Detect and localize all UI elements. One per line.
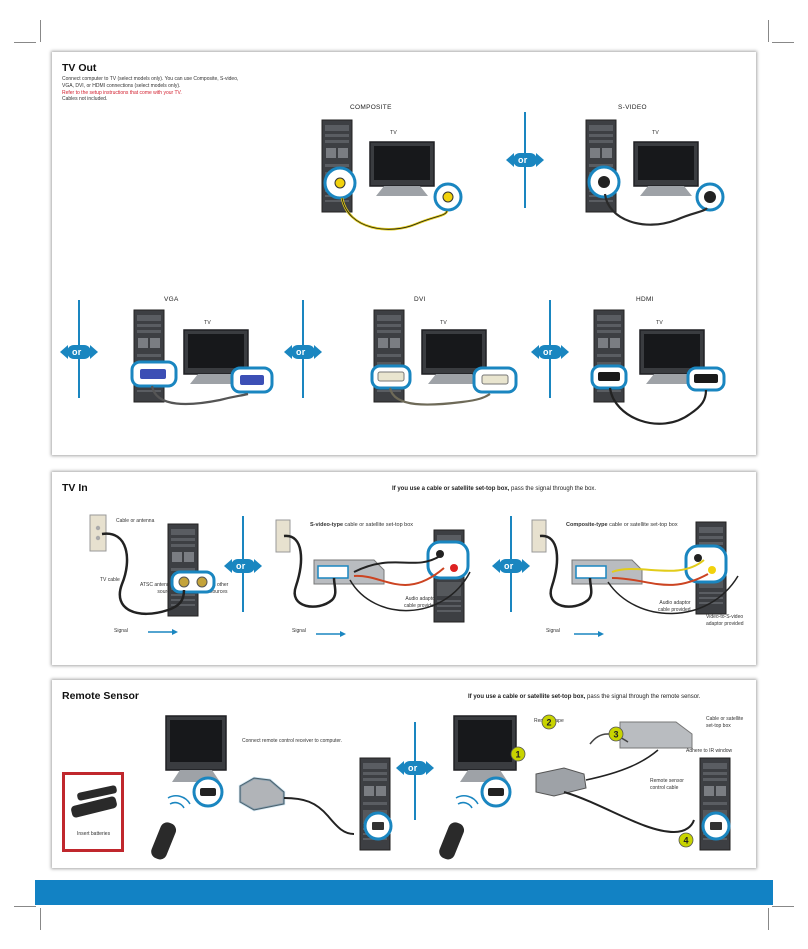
cables-note: Cables not included. (62, 96, 108, 103)
or-label: or (72, 347, 82, 357)
composite-box-label: Composite-type cable or satellite set-to… (566, 522, 678, 528)
or-label: or (296, 347, 306, 357)
hdmi-tv-label: TV (656, 320, 663, 326)
tv-in-svideo-diagram (275, 519, 471, 637)
svideo-box-label: S-video-type cable or satellite set-top … (310, 522, 414, 528)
signal-label: Signal (292, 628, 306, 634)
insert-batteries-label: Insert batteries (77, 831, 111, 837)
adhere-label: Adhere to IR window (686, 748, 733, 754)
vga-diagram (130, 309, 274, 406)
tv-out-panel: TV Out Connect computer to TV (select mo… (52, 52, 756, 455)
crop-mark (772, 42, 794, 43)
composite-diagram (321, 119, 463, 231)
signal-label: Signal (546, 628, 560, 634)
cable-antenna-label: Cable or antenna (116, 518, 155, 524)
crop-mark (40, 20, 41, 42)
vga-label: VGA (164, 296, 179, 303)
insert-batteries-box: Insert batteries (62, 772, 124, 852)
tv-in-panel: TV In If you use a cable or satellite se… (52, 472, 756, 665)
remote-sensor-note: If you use a cable or satellite set-top … (468, 694, 701, 700)
setup-note: Refer to the setup instructions that com… (62, 89, 182, 96)
remote-sensor-panel: Remote Sensor If you use a cable or sate… (52, 680, 756, 868)
crop-mark (768, 908, 769, 930)
svideo-diagram (585, 119, 725, 226)
tv-out-description: Connect computer to TV (select models on… (62, 76, 312, 103)
or-label: or (504, 561, 514, 571)
crop-mark (14, 42, 36, 43)
svideo-label: S-VIDEO (618, 104, 647, 111)
tv-in-antenna-diagram (89, 514, 216, 635)
connect-note: Connect remote control receiver to compu… (242, 738, 343, 744)
crop-mark (40, 908, 41, 930)
signal-label: Signal (114, 628, 128, 634)
hdmi-label: HDMI (636, 296, 654, 303)
composite-label: COMPOSITE (350, 104, 392, 111)
composite-tv-label: TV (390, 130, 397, 136)
svideo-tv-label: TV (652, 130, 659, 136)
tv-out-title: TV Out (62, 62, 97, 74)
footer-bar (35, 880, 773, 905)
or-label: or (408, 763, 418, 773)
or-label: or (543, 347, 553, 357)
step-2-badge: 2 (546, 718, 551, 728)
or-label: or (236, 561, 246, 571)
hdmi-diagram (590, 309, 726, 425)
remote-batteries-illustration (71, 785, 117, 818)
crop-mark (14, 906, 36, 907)
vga-tv-label: TV (204, 320, 211, 326)
dvi-tv-label: TV (440, 320, 447, 326)
crop-mark (772, 906, 794, 907)
step-4-badge: 4 (683, 836, 688, 846)
set-top-box-remote-diagram: 1 2 3 4 (439, 714, 731, 860)
tv-in-composite-diagram (531, 519, 739, 637)
step-1-badge: 1 (515, 750, 520, 760)
tv-cable-label: TV cable (100, 577, 120, 583)
remote-sensor-title: Remote Sensor (62, 690, 140, 702)
remote-sensor-diagram (151, 715, 393, 860)
dvi-label: DVI (414, 296, 426, 303)
crop-mark (768, 20, 769, 42)
dvi-diagram (370, 309, 518, 406)
step-3-badge: 3 (613, 730, 618, 740)
or-label: or (518, 155, 528, 165)
tv-in-title: TV In (62, 482, 88, 494)
tv-in-note: If you use a cable or satellite set-top … (392, 486, 597, 492)
